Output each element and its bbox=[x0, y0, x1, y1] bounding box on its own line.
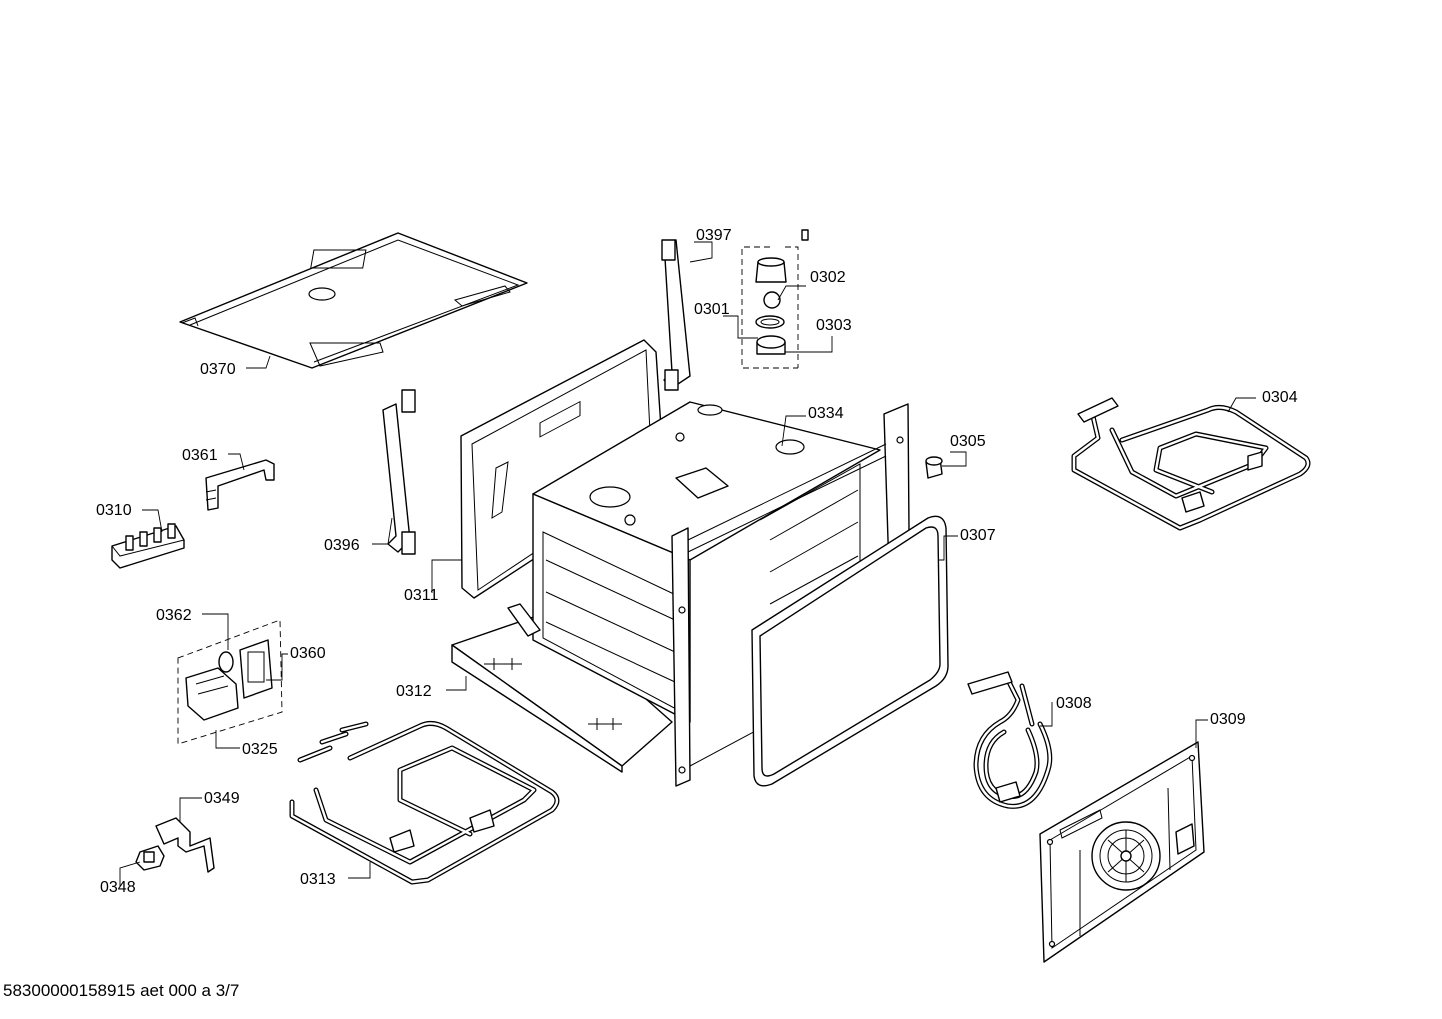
part-0301-lamp-assembly[interactable] bbox=[741, 229, 809, 369]
label-0360: 0360 bbox=[290, 645, 326, 662]
part-0370-top-cover[interactable] bbox=[179, 232, 528, 369]
label-0349: 0349 bbox=[204, 790, 240, 807]
part-0309-rear-panel[interactable] bbox=[1039, 741, 1205, 963]
label-0396: 0396 bbox=[324, 537, 360, 554]
part-0312-floor-plate[interactable] bbox=[451, 611, 673, 773]
label-0310: 0310 bbox=[96, 502, 132, 519]
label-0302: 0302 bbox=[810, 269, 846, 286]
part-0313-bottom-element[interactable] bbox=[289, 720, 560, 885]
label-0361: 0361 bbox=[182, 447, 218, 464]
label-0312: 0312 bbox=[396, 683, 432, 700]
label-0307: 0307 bbox=[960, 527, 996, 544]
part-0307-door-seal[interactable] bbox=[751, 515, 949, 787]
label-0308: 0308 bbox=[1056, 695, 1092, 712]
part-0348-clip[interactable] bbox=[135, 845, 165, 871]
label-0397: 0397 bbox=[696, 227, 732, 244]
part-0308-ring-element[interactable] bbox=[967, 671, 1053, 809]
label-0301: 0301 bbox=[694, 301, 730, 318]
part-0304-grill-element[interactable] bbox=[1071, 397, 1311, 531]
leader-lines bbox=[119, 241, 1256, 886]
part-0349-bracket[interactable] bbox=[155, 817, 215, 873]
part-0396-handle-lower[interactable] bbox=[382, 389, 416, 555]
label-0348: 0348 bbox=[100, 879, 136, 896]
part-labels: 0397 0302 0301 0303 0370 0304 0334 0305 … bbox=[96, 227, 1298, 896]
label-0370: 0370 bbox=[200, 361, 236, 378]
label-0311: 0311 bbox=[404, 587, 439, 604]
label-0362: 0362 bbox=[156, 607, 192, 624]
label-0305: 0305 bbox=[950, 433, 986, 450]
label-0325: 0325 bbox=[242, 741, 278, 758]
label-0334: 0334 bbox=[808, 405, 844, 422]
part-0334-oven-cavity[interactable] bbox=[507, 401, 911, 787]
part-0397-handle-upper[interactable] bbox=[661, 239, 691, 391]
part-0310-terminal-block[interactable] bbox=[111, 523, 185, 569]
label-0303: 0303 bbox=[816, 317, 852, 334]
part-0361-bracket[interactable] bbox=[205, 459, 275, 511]
document-code: 58300000158915 aet 000 a 3/7 bbox=[3, 981, 240, 1000]
part-0325-switch-assembly[interactable] bbox=[177, 619, 283, 745]
part-0305-knob[interactable] bbox=[925, 456, 943, 479]
label-0313: 0313 bbox=[300, 871, 336, 888]
label-0309: 0309 bbox=[1210, 711, 1246, 728]
label-0304: 0304 bbox=[1262, 389, 1298, 406]
